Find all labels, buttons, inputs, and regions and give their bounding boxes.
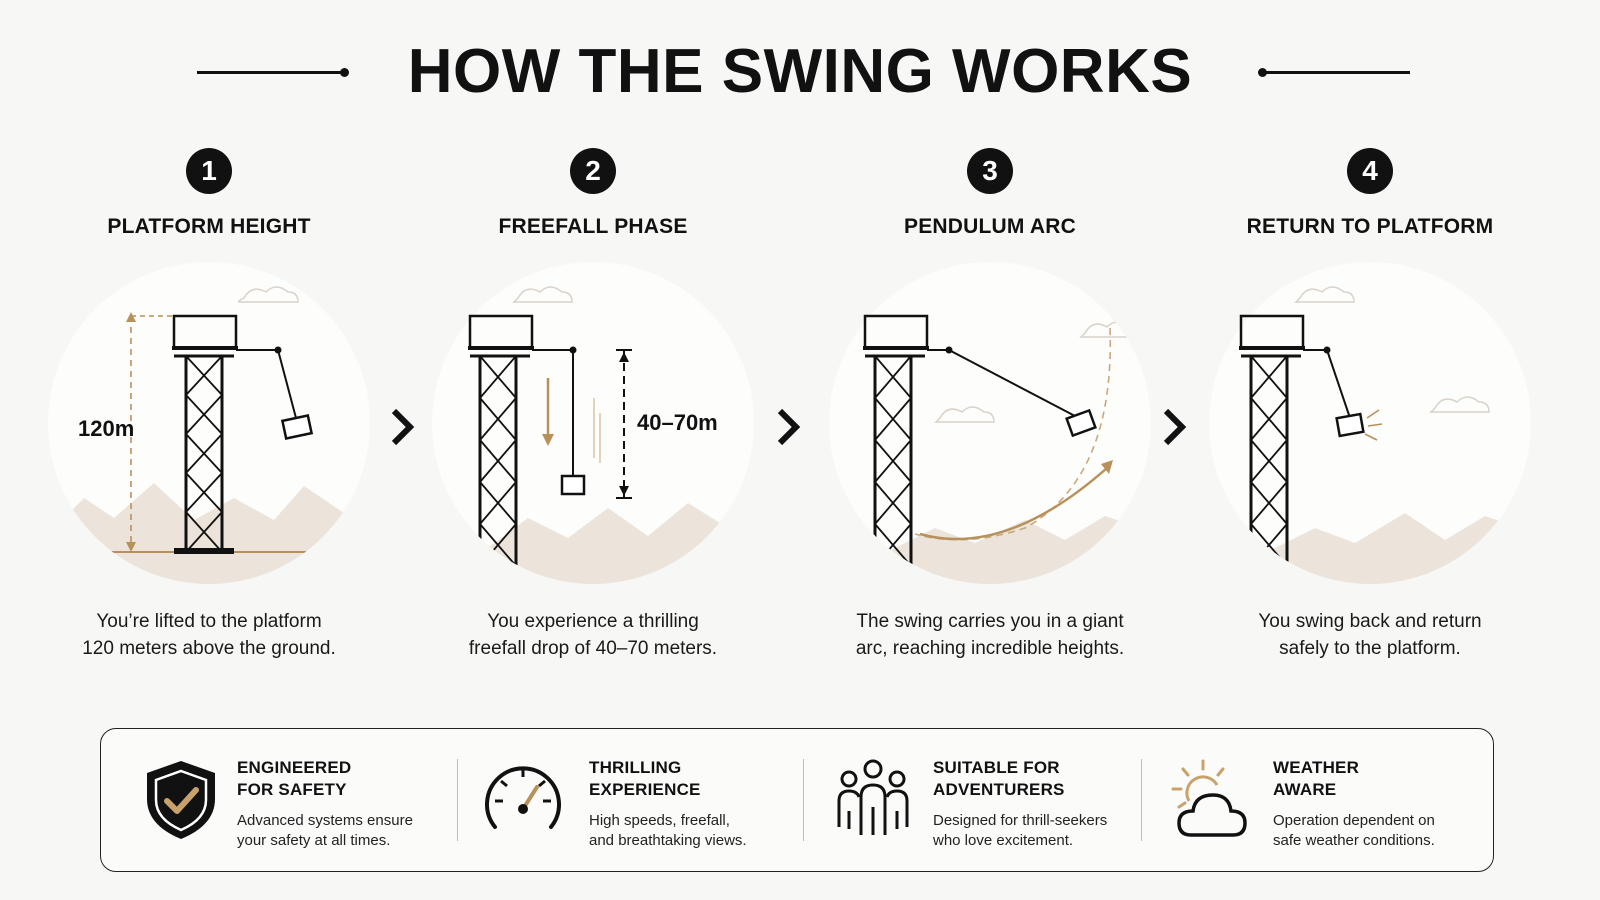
step-title: FREEFALL PHASE	[498, 215, 688, 238]
page-title: HOW THE SWING WORKS	[407, 37, 1193, 106]
step-number: 3	[967, 148, 1013, 194]
drop-label: 40–70m	[637, 410, 718, 435]
step-3: 3 PENDULUM ARC	[815, 148, 1165, 659]
feature-divider	[1141, 759, 1142, 841]
step-title: PENDULUM ARC	[904, 215, 1076, 238]
step-number: 2	[570, 148, 616, 194]
height-label: 120m	[78, 416, 135, 441]
step-number: 4	[1347, 148, 1393, 194]
feature-divider	[457, 759, 458, 841]
step-number: 1	[186, 148, 232, 194]
step-4: 4 RETURN TO PLATFORM	[1195, 148, 1545, 659]
return-to-platform-illustration	[1205, 258, 1535, 588]
step-2: 2 FREEFALL PHASE	[418, 148, 768, 659]
title-rule-left	[197, 68, 349, 77]
shield-check-icon	[147, 761, 215, 839]
step-1: 1 PLATFORM HEIGHT	[34, 148, 384, 659]
chevron-right-icon	[777, 408, 801, 446]
title-rule-right	[1258, 68, 1410, 77]
feature-description: High speeds, freefall,and breathtaking v…	[589, 812, 747, 849]
chevron-right-icon	[391, 408, 415, 446]
freefall-illustration: 40–70m	[428, 258, 758, 588]
group-people-icon	[837, 759, 909, 835]
step-title: PLATFORM HEIGHT	[107, 215, 311, 238]
sun-cloud-icon	[1171, 759, 1247, 837]
feature-divider	[803, 759, 804, 841]
platform-height-illustration: 120m	[44, 258, 374, 588]
step-title: RETURN TO PLATFORM	[1246, 215, 1494, 238]
pendulum-arc-illustration	[825, 258, 1155, 588]
chevron-right-icon	[1163, 408, 1187, 446]
title-bar: HOW THE SWING WORKS	[0, 34, 1600, 110]
speedometer-icon	[485, 766, 561, 829]
